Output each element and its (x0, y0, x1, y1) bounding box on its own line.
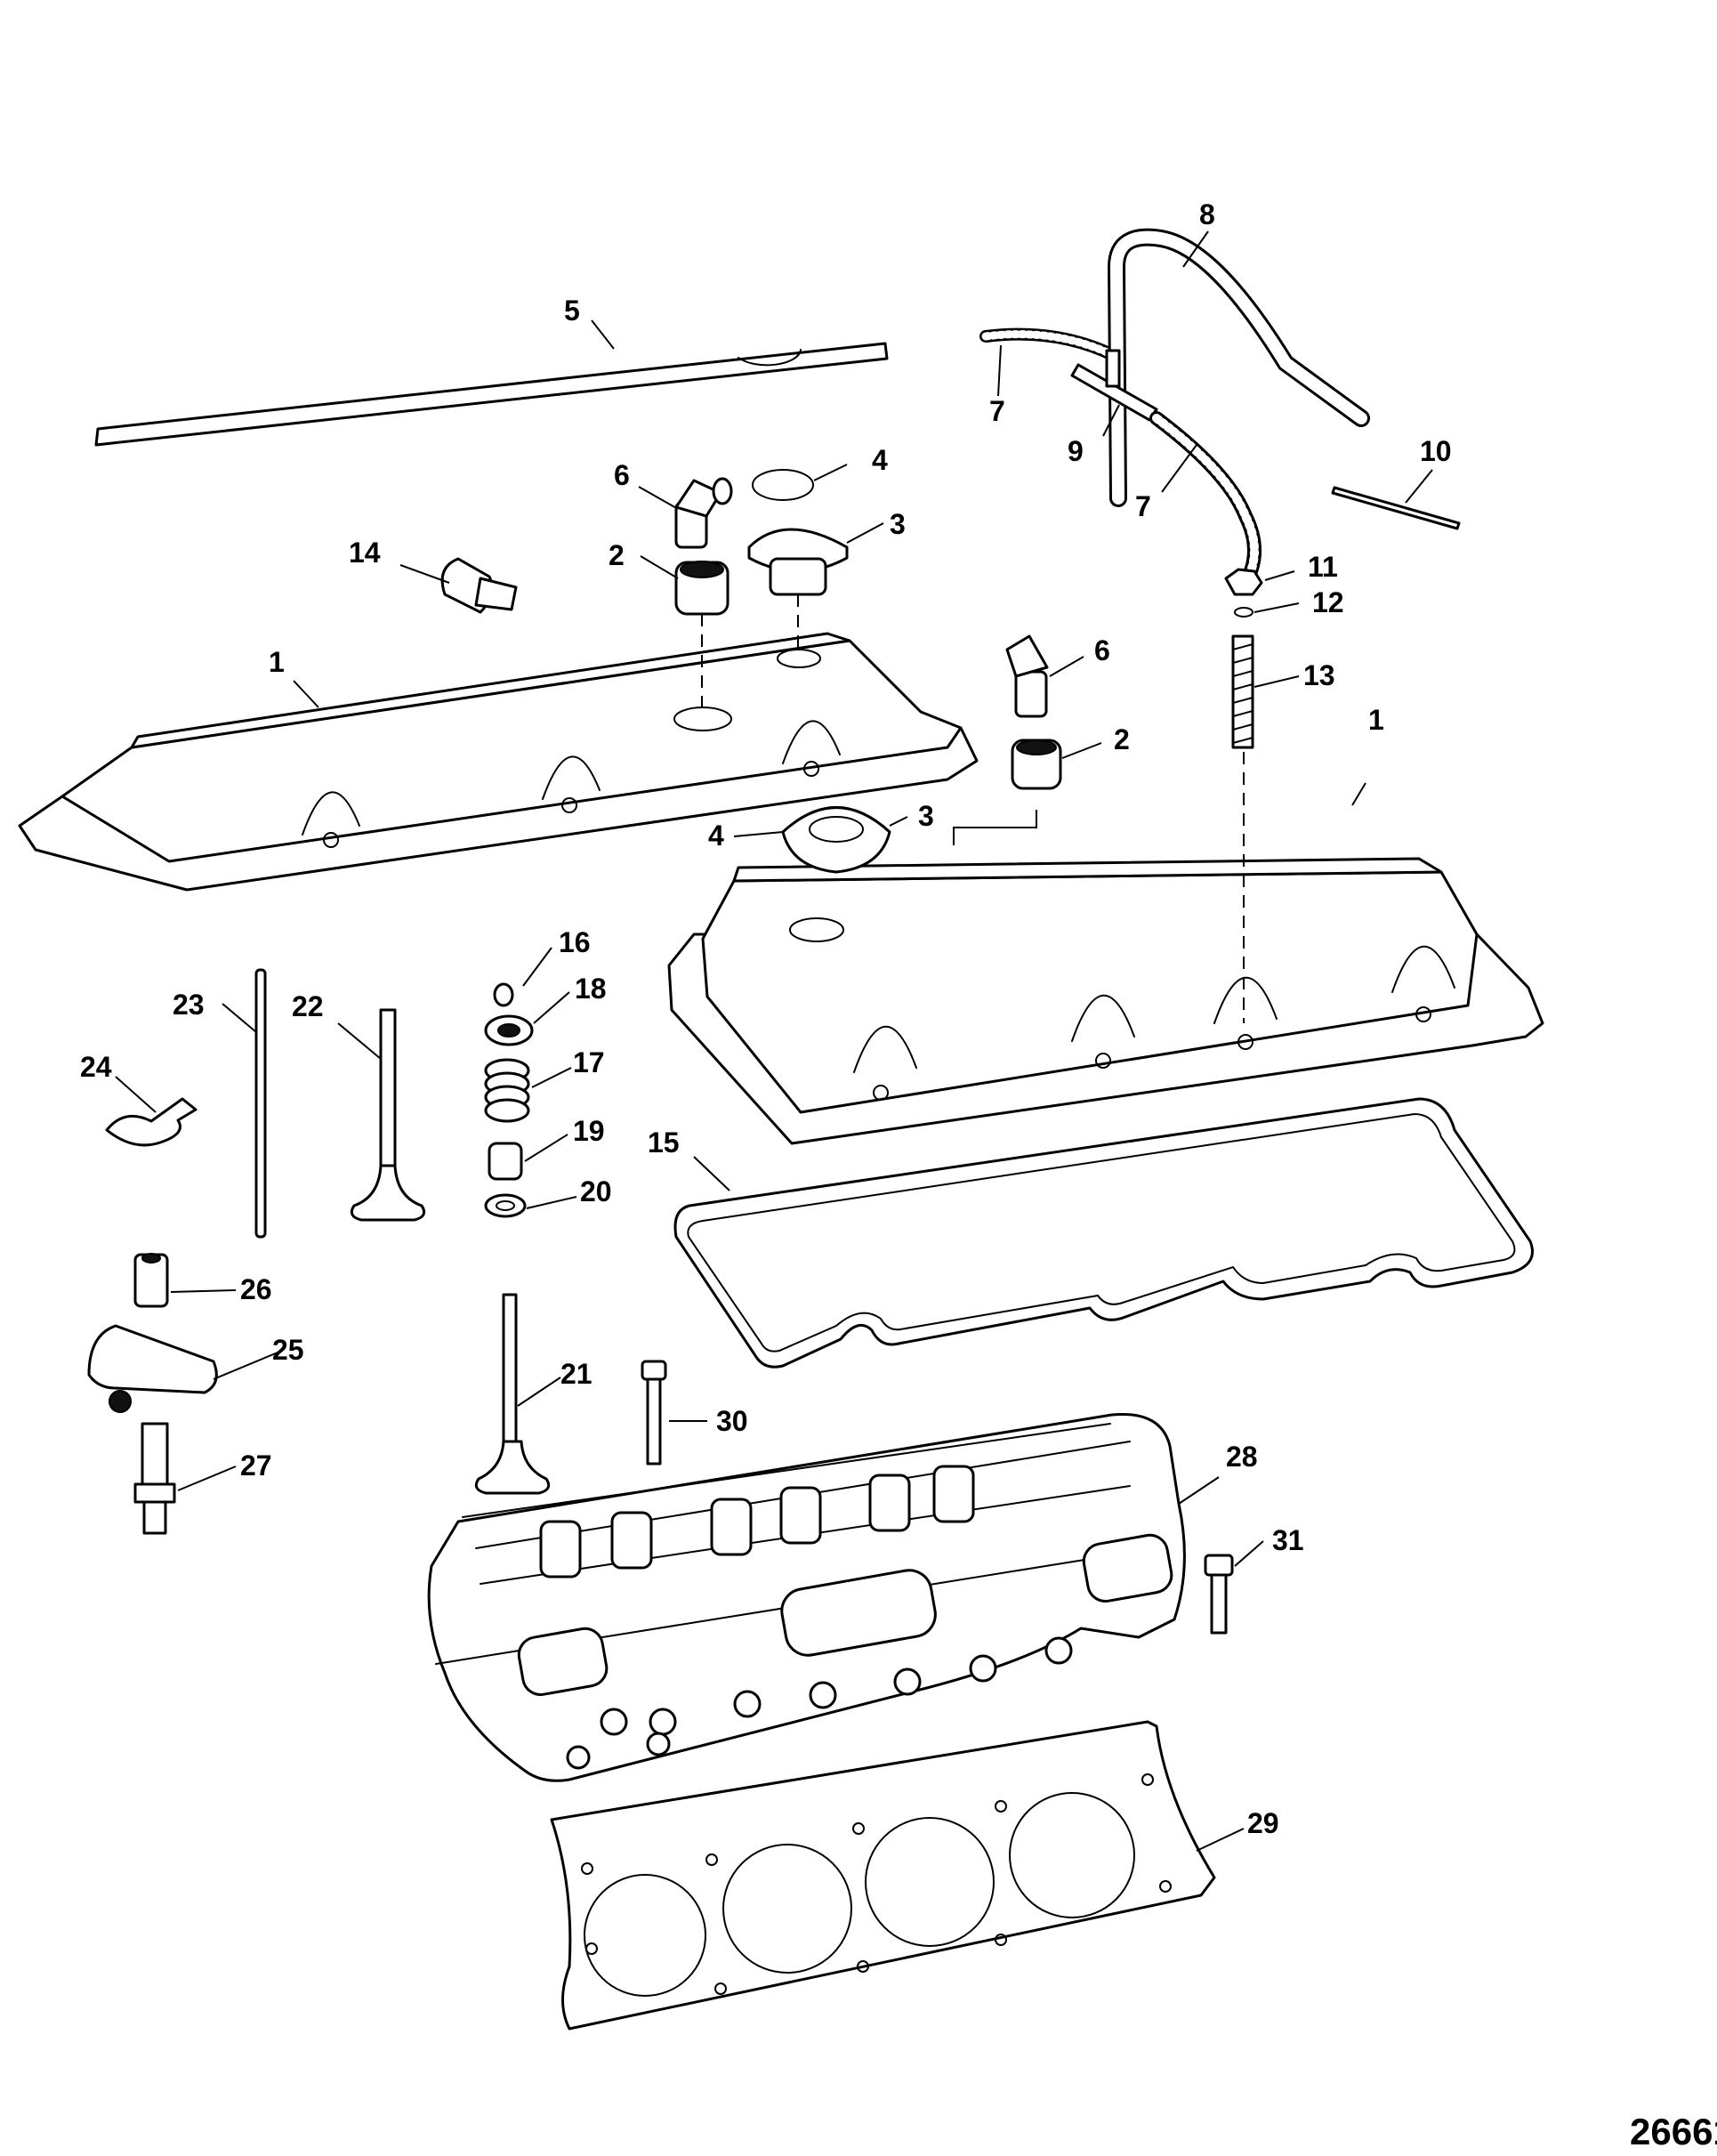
callout-labels: 1 1 2 2 3 3 4 4 5 6 6 7 7 8 9 10 11 12 1… (80, 198, 1452, 1839)
part-18-retainer (484, 1014, 534, 1046)
part-10-pin (1331, 486, 1461, 530)
callout-18: 18 (575, 973, 607, 1005)
part-27-rocker-stud (133, 1422, 176, 1535)
callout-9: 9 (1068, 435, 1084, 467)
part-1-left-valve-cover (18, 632, 979, 892)
part-29-head-gasket (550, 1720, 1216, 2031)
part-13-stud (1231, 634, 1254, 1023)
callout-7-left: 7 (989, 395, 1005, 427)
callout-2-upper: 2 (609, 539, 625, 571)
part-30-bolt (641, 1360, 667, 1466)
part-8-hose-upper (1107, 228, 1370, 507)
part-7-hose-right (1149, 411, 1262, 590)
part-2-grommet-upper (674, 561, 730, 712)
callout-24: 24 (80, 1051, 112, 1083)
callout-12: 12 (1312, 586, 1344, 618)
callout-10: 10 (1420, 435, 1452, 467)
callout-2-lower: 2 (1114, 723, 1130, 755)
callout-22: 22 (292, 990, 324, 1022)
callout-17: 17 (573, 1046, 605, 1078)
callout-3-upper: 3 (890, 508, 906, 540)
callout-21: 21 (560, 1358, 592, 1390)
part-21-intake-valve (474, 1293, 551, 1495)
part-3-oil-cap-lower (781, 806, 891, 874)
callout-23: 23 (173, 989, 205, 1021)
part-1-right-valve-cover (667, 857, 1544, 1145)
callout-4-upper: 4 (872, 444, 888, 476)
callout-19: 19 (573, 1115, 605, 1147)
figure-number: 26661 (1630, 2111, 1717, 2152)
part-26-nut (133, 1253, 169, 1308)
part-20-shim (484, 1193, 527, 1218)
part-5-baffle (94, 342, 889, 447)
callout-4-lower: 4 (708, 820, 724, 852)
callout-27: 27 (240, 1449, 272, 1482)
part-14-clip (440, 557, 518, 614)
part-2-grommet-lower (1011, 739, 1062, 790)
callout-5: 5 (564, 295, 580, 327)
callout-8: 8 (1199, 198, 1215, 230)
callout-6-upper: 6 (614, 459, 630, 491)
part-3-oil-cap-upper (747, 528, 849, 650)
callout-28: 28 (1226, 1441, 1258, 1473)
callout-3-lower: 3 (918, 800, 934, 832)
part-16-keepers (493, 982, 514, 1007)
part-12-washer (1234, 607, 1253, 618)
part-31-bolt (1204, 1554, 1234, 1635)
callout-13: 13 (1303, 659, 1335, 691)
part-15-cover-gasket (673, 1097, 1534, 1369)
callout-26: 26 (240, 1273, 272, 1305)
head-valve-springs (539, 1465, 975, 1579)
callout-29: 29 (1247, 1807, 1279, 1839)
part-25-rocker-arm (87, 1324, 218, 1413)
callout-11: 11 (1308, 551, 1338, 583)
part-7-hose-left (979, 327, 1121, 362)
part-19-seal (488, 1142, 523, 1181)
part-23-pushrod (254, 968, 267, 1239)
callout-14: 14 (349, 537, 381, 569)
callout-6-lower: 6 (1094, 634, 1110, 666)
callout-1-left-cover: 1 (269, 646, 285, 678)
callout-7-right: 7 (1135, 490, 1151, 522)
leader-lines (115, 230, 1433, 1852)
part-28-cylinder-head (427, 1412, 1186, 1782)
callout-16: 16 (559, 926, 591, 958)
part-4-cap-seal-upper (752, 469, 814, 501)
part-9-tee-fitting (1070, 349, 1158, 422)
part-6-pcv-elbow-upper (674, 477, 733, 549)
part-24-pushrod-guide (105, 1097, 197, 1147)
part-17-spring (484, 1058, 530, 1123)
callout-20: 20 (580, 1175, 612, 1207)
part-6-pcv-elbow-lower (1005, 634, 1049, 718)
callout-1-right-cover: 1 (1368, 704, 1384, 736)
callout-25: 25 (272, 1334, 304, 1366)
part-22-exhaust-valve (350, 1008, 426, 1222)
callout-31: 31 (1272, 1524, 1304, 1556)
callout-15: 15 (648, 1126, 680, 1159)
part-11-nut (1224, 568, 1263, 596)
callout-30: 30 (716, 1405, 748, 1437)
